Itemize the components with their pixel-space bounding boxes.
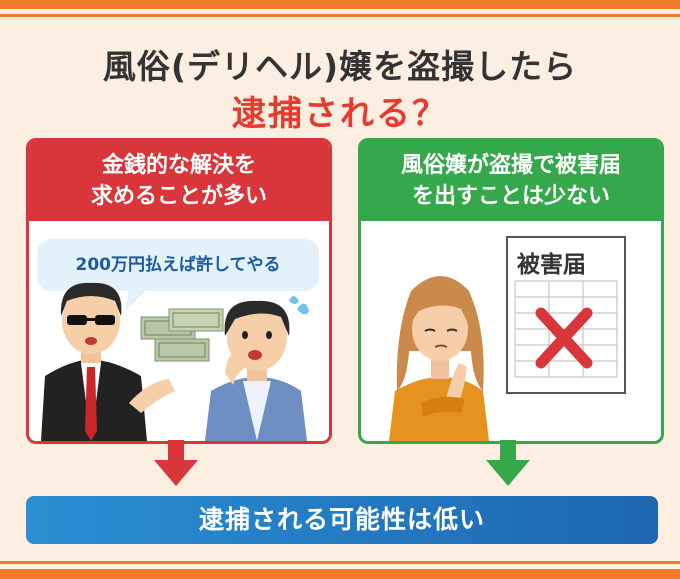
- right-illustration: [389, 236, 626, 441]
- right-arrow-icon: [486, 440, 530, 486]
- man-in-suit-icon: [41, 282, 175, 441]
- left-illustration: [41, 282, 309, 441]
- left-panel-heading: 金銭的な解決を 求めることが多い: [29, 141, 329, 221]
- document-title: 被害届: [517, 252, 586, 278]
- left-heading-line-1: 金銭的な解決を: [101, 153, 256, 178]
- bottom-stripe-thick: [0, 569, 680, 579]
- title-line-1: 風俗(デリヘル)嬢を盗撮したら: [102, 47, 578, 86]
- top-stripe-thin: [0, 14, 680, 17]
- left-arrow-icon: [154, 440, 198, 486]
- thinking-woman-icon: [389, 276, 489, 441]
- right-panel: 風俗嬢が盗撮で被害届 を出すことは少ない: [358, 138, 664, 444]
- right-panel-heading: 風俗嬢が盗撮で被害届 を出すことは少ない: [361, 141, 661, 221]
- damage-report-document-icon: [506, 236, 626, 394]
- money-icon: [140, 308, 224, 362]
- speech-bubble-tail: [125, 289, 147, 311]
- cross-mark-icon: [535, 307, 593, 369]
- right-heading-line-2: を出すことは少ない: [411, 184, 610, 209]
- left-panel: 金銭的な解決を 求めることが多い 200万円払えば許してやる: [26, 138, 332, 444]
- worried-man-icon: [205, 296, 309, 441]
- top-stripe-thick: [0, 0, 680, 9]
- speech-bubble: 200万円払えば許してやる: [37, 239, 319, 291]
- title-line-2: 逮捕される？: [232, 94, 448, 134]
- right-heading-line-1: 風俗嬢が盗撮で被害届: [400, 153, 621, 178]
- bottom-stripe-thin: [0, 561, 680, 564]
- left-heading-line-2: 求めることが多い: [90, 184, 267, 209]
- conclusion-banner: 逮捕される可能性は低い: [26, 496, 658, 544]
